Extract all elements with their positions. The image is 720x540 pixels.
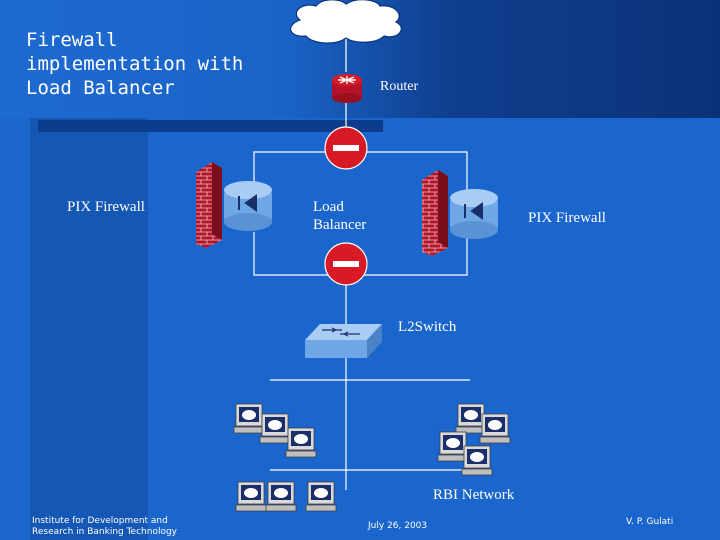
workstation-icon (259, 413, 291, 444)
load-balancer-bottom-icon (324, 242, 368, 286)
title-underline-bar (38, 120, 383, 132)
workstation-icon (437, 431, 469, 462)
footer-institute-line-2: Research in Banking Technology (32, 527, 178, 537)
pix-firewall-right-label: PIX Firewall (528, 210, 606, 226)
workstation-icon (233, 403, 265, 434)
brick-wall-right-icon (422, 170, 448, 256)
internet-cloud-icon (290, 0, 402, 44)
title-line-1: Firewall (26, 29, 118, 51)
workstation-icon (455, 403, 487, 434)
footer-institute: Institute for Development and Research i… (32, 516, 177, 538)
load-balancer-label-line-2: Balancer (313, 217, 367, 233)
slide-title: Firewall implementation with Load Balanc… (26, 28, 256, 100)
l2switch-label: L2Switch (398, 319, 457, 335)
footer-author: V. P. Gulati (626, 517, 674, 527)
workstation-icon (305, 481, 337, 512)
workstation-icon (479, 413, 511, 444)
workstation-icon (461, 445, 493, 476)
pix-firewall-right-icon (450, 189, 498, 239)
footer-institute-line-1: Institute for Development and (32, 516, 168, 526)
load-balancer-label-line-1: Load (313, 199, 344, 215)
footer-date: July 26, 2003 (368, 521, 428, 531)
router-icon (332, 74, 362, 103)
workstations (233, 403, 511, 512)
pix-firewall-left-icon (224, 181, 272, 231)
brick-wall-left-icon (196, 162, 222, 248)
workstation-icon (285, 427, 317, 458)
router-label: Router (380, 79, 419, 94)
l2switch-icon (305, 324, 382, 358)
workstation-icon (235, 481, 267, 512)
workstation-icon (265, 481, 297, 512)
title-line-2: implementation with (26, 53, 244, 75)
rbi-network-label: RBI Network (433, 487, 515, 503)
pix-firewall-left-label: PIX Firewall (67, 199, 145, 215)
left-accent-strip (30, 118, 148, 540)
internet-label: INFINET (316, 14, 371, 29)
load-balancer-top-icon (324, 126, 368, 170)
title-line-3: Load Balancer (26, 77, 175, 99)
